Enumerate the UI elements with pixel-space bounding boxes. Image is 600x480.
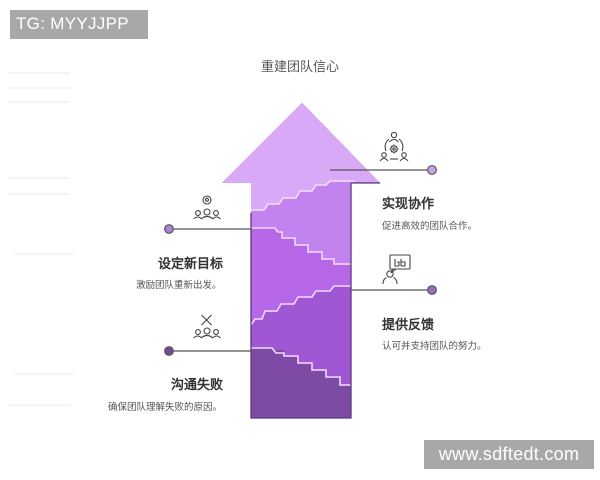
step-desc-communication-failure: 确保团队理解失败的原因。 bbox=[108, 402, 223, 413]
faint-background-line bbox=[8, 72, 70, 74]
step-label-set-new-goals: 设定新目标 bbox=[158, 257, 224, 272]
connector-lines bbox=[170, 169, 430, 352]
faint-background-line bbox=[14, 253, 74, 255]
dot-provide-feedback bbox=[427, 285, 437, 295]
team-x-icon bbox=[193, 314, 221, 339]
team-collaboration-gear-icon bbox=[379, 131, 409, 162]
step-label-communication-failure: 沟通失败 bbox=[171, 378, 224, 393]
diagram-title: 重建团队信心 bbox=[260, 60, 339, 75]
watermark-top-left: TG: MYYJJPP bbox=[10, 10, 148, 39]
person-speech-bubble-icon bbox=[382, 254, 411, 285]
dot-communication-failure bbox=[164, 346, 174, 356]
faint-background-line bbox=[8, 101, 70, 103]
step-label-realize-collaboration: 实现协作 bbox=[382, 197, 435, 212]
stair-highlights bbox=[250, 180, 355, 386]
step-label-provide-feedback: 提供反馈 bbox=[382, 318, 435, 333]
step-desc-set-new-goals: 激励团队重新出发。 bbox=[136, 280, 222, 291]
step-desc-provide-feedback: 认可并支持团队的努力。 bbox=[382, 341, 487, 352]
step-desc-realize-collaboration: 促进高效的团队合作。 bbox=[382, 221, 478, 232]
faint-background-line bbox=[8, 193, 70, 195]
faint-background-line bbox=[8, 87, 70, 89]
arrow-outline bbox=[250, 182, 380, 419]
dot-set-new-goals bbox=[164, 224, 174, 234]
arrow-bands bbox=[222, 103, 380, 418]
team-goal-ball-icon bbox=[193, 195, 221, 220]
dot-realize-collaboration bbox=[427, 165, 437, 175]
faint-background-line bbox=[8, 404, 70, 406]
faint-background-line bbox=[8, 177, 70, 179]
faint-background-line bbox=[14, 373, 74, 375]
watermark-bottom-right: www.sdftedt.com bbox=[424, 440, 594, 469]
